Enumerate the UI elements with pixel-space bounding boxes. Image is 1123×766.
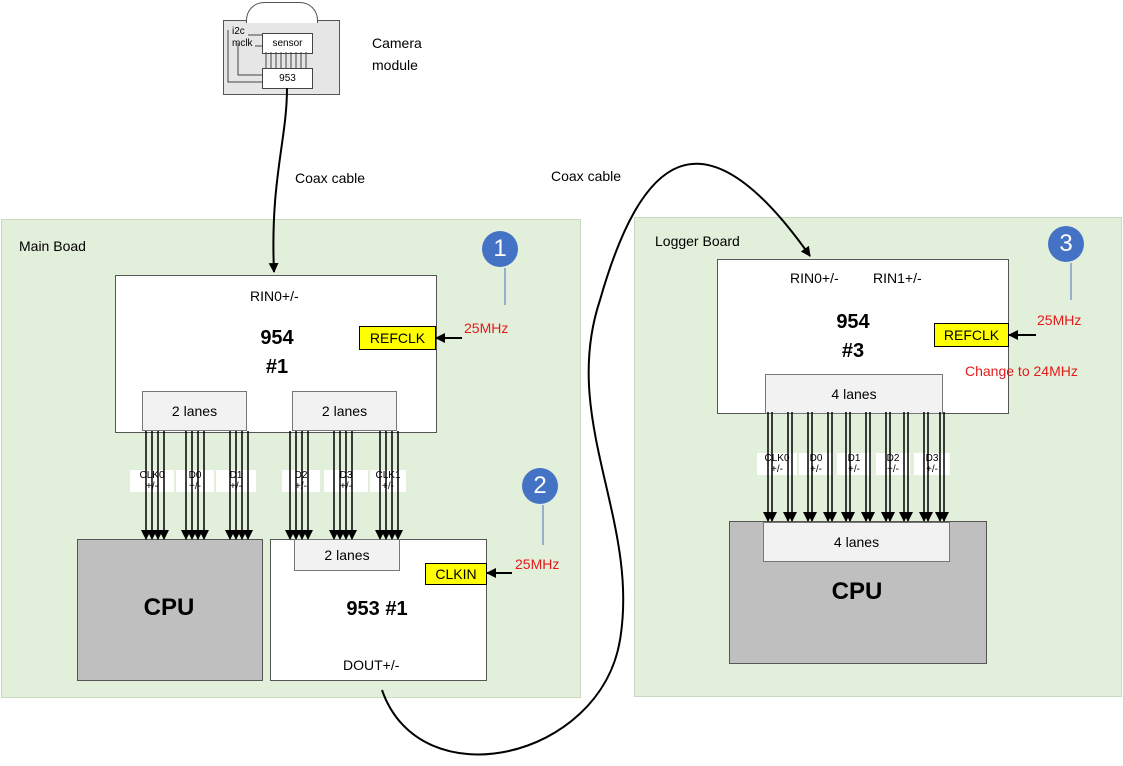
signal-label: CLK1+/- xyxy=(370,470,406,492)
coax-cable-label-right: Coax cable xyxy=(551,168,622,184)
marker-3: 3 xyxy=(1048,226,1084,262)
signal-label: D2+/- xyxy=(282,470,320,492)
signal-label: CLK0+/- xyxy=(757,453,797,475)
refclk-1: REFCLK xyxy=(359,326,436,350)
signal-label: CLK0+/- xyxy=(130,470,174,492)
rin1-label-logger: RIN1+/- xyxy=(873,270,922,286)
camera-serializer: 953 xyxy=(262,68,313,89)
refclk-3-note: Change to 24MHz xyxy=(965,363,1078,379)
signal-label: D2+/- xyxy=(876,453,910,475)
camera-module-label-line1: Camera xyxy=(372,35,422,51)
dout-label: DOUT+/- xyxy=(343,657,400,673)
camera-module-label-line2: module xyxy=(372,57,418,73)
ser-1-lanes: 2 lanes xyxy=(294,539,400,571)
signal-label: D0+/- xyxy=(799,453,833,475)
main-board-title: Main Boad xyxy=(19,238,86,254)
signal-label: D1+/- xyxy=(216,470,256,492)
refclk-3: REFCLK xyxy=(934,323,1009,347)
i2c-label: i2c xyxy=(232,26,245,37)
signal-label: D3+/- xyxy=(914,453,950,475)
rin0-label-logger: RIN0+/- xyxy=(790,270,839,286)
refclk-1-freq: 25MHz xyxy=(464,320,509,336)
clkin: CLKIN xyxy=(425,563,487,585)
deser-1-lanes-a: 2 lanes xyxy=(142,391,247,431)
refclk-3-freq: 25MHz xyxy=(1037,312,1082,328)
deserializer-3-name: 954 xyxy=(836,311,870,333)
main-cpu xyxy=(77,539,263,681)
rin0-label: RIN0+/- xyxy=(250,288,299,304)
deserializer-1-index: #1 xyxy=(265,356,289,378)
deserializer-3-index: #3 xyxy=(841,340,865,362)
deser-3-lanes: 4 lanes xyxy=(765,374,943,414)
clkin-freq: 25MHz xyxy=(515,556,560,572)
logger-cpu-lanes: 4 lanes xyxy=(763,522,950,562)
deserializer-1-name: 954 xyxy=(260,327,294,349)
camera-sensor: sensor xyxy=(262,33,313,54)
signal-label: D0+/- xyxy=(176,470,214,492)
signal-label: D1+/- xyxy=(837,453,871,475)
logger-board-title: Logger Board xyxy=(655,233,740,249)
marker-2: 2 xyxy=(522,468,558,504)
camera-lens xyxy=(246,2,318,23)
mclk-label: mclk xyxy=(232,38,253,49)
coax-cable-label-left: Coax cable xyxy=(295,170,366,186)
deser-1-lanes-b: 2 lanes xyxy=(292,391,397,431)
logger-cpu-label: CPU xyxy=(831,578,883,605)
signal-label: D3+/- xyxy=(324,470,368,492)
main-cpu-label: CPU xyxy=(143,594,195,621)
marker-1: 1 xyxy=(482,231,518,267)
serializer-1-name: 953 #1 xyxy=(346,598,408,620)
